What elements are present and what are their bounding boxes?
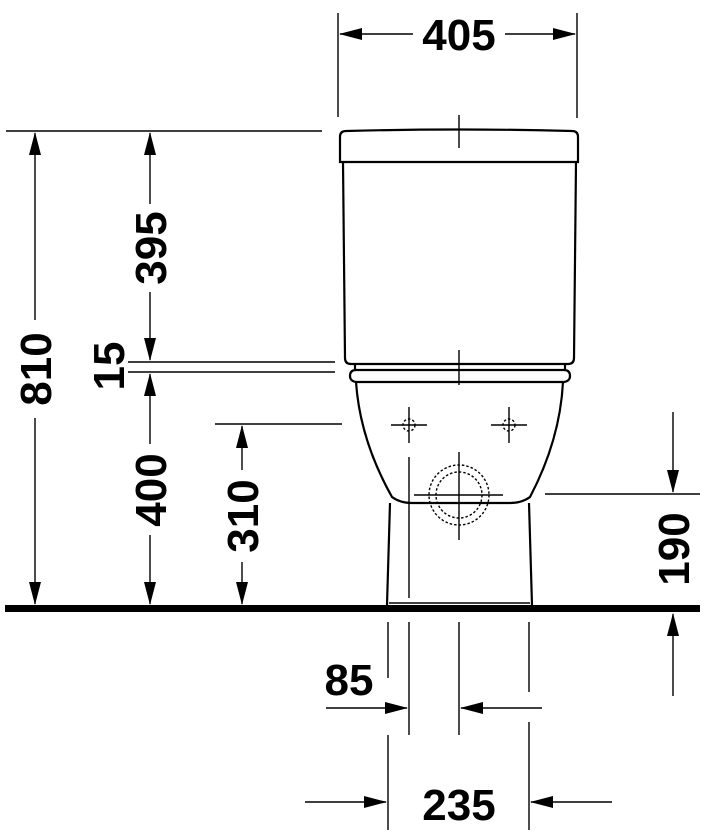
label-395: 395: [127, 211, 176, 284]
dim-fixing-height: 310: [219, 425, 268, 605]
seal-ring: [348, 368, 572, 384]
toilet-outline: [338, 115, 580, 606]
label-85: 85: [325, 656, 374, 705]
dim-foot-width: 235: [305, 722, 612, 830]
label-810: 810: [12, 332, 61, 405]
dim-overall-width: 405: [337, 11, 578, 118]
label-405: 405: [422, 11, 495, 60]
fixing-hole-left: [391, 407, 427, 443]
dim-cistern-height: 395: [127, 132, 176, 361]
label-190: 190: [650, 512, 699, 585]
label-15: 15: [85, 342, 134, 391]
floor-line: [5, 605, 700, 612]
pedestal: [385, 502, 534, 606]
label-235: 235: [422, 781, 495, 830]
dim-outlet-height: 190: [545, 412, 700, 696]
bowl: [354, 381, 565, 505]
outlet: [414, 452, 503, 540]
dim-overall-height: 810: [12, 132, 61, 605]
dim-bowl-height: 400: [127, 373, 176, 605]
cistern-body: [341, 161, 578, 366]
cistern-lid: [338, 128, 580, 164]
dim-outlet-offset: 85: [325, 622, 542, 735]
label-400: 400: [127, 453, 176, 526]
fixing-hole-right: [491, 407, 527, 443]
label-310: 310: [219, 479, 268, 552]
